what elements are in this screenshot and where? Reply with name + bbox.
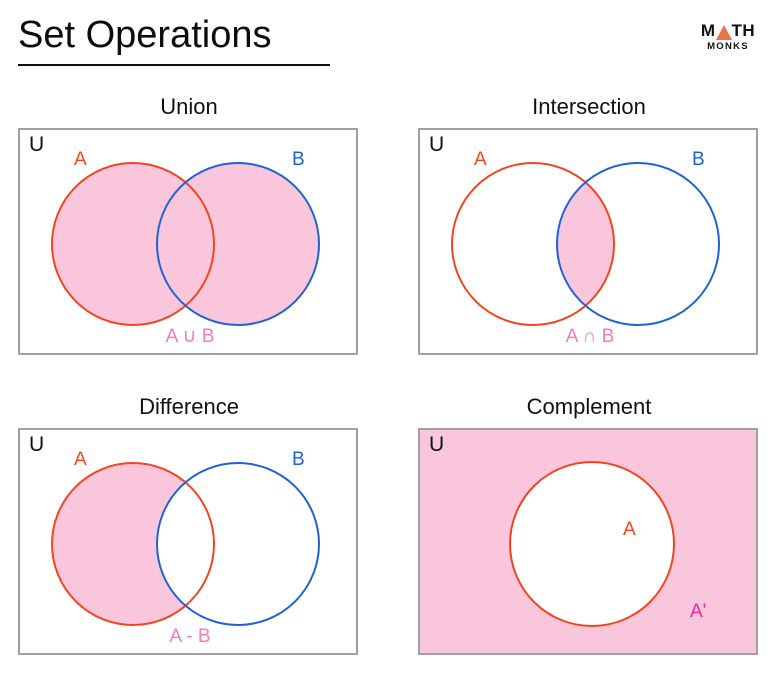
panel-complement-label-a: A xyxy=(623,519,636,540)
circle-set-b xyxy=(156,462,320,626)
panel-union: Union U A B A ∪ B xyxy=(18,92,360,358)
panel-difference-label-b: B xyxy=(292,449,305,470)
circle-set-a xyxy=(509,461,675,627)
panel-union-caption: Union xyxy=(160,94,218,119)
panel-difference-universe-box: U A B A - B xyxy=(18,428,358,655)
logo-triangle-a-icon xyxy=(715,25,732,40)
circle-set-b xyxy=(556,162,720,326)
panel-intersection-label-b: B xyxy=(692,149,705,170)
logo-letters-th: TH xyxy=(731,21,756,40)
logo-letter-m: M xyxy=(700,21,716,40)
page-title: Set Operations xyxy=(18,14,272,56)
panel-complement-venn-diagram xyxy=(509,461,675,627)
panel-intersection-label-a: A xyxy=(474,149,487,170)
circle-set-a xyxy=(51,462,215,626)
panel-difference-label-a: A xyxy=(74,449,87,470)
panel-union-universe-label: U xyxy=(29,133,45,156)
panel-intersection-caption: Intersection xyxy=(532,94,646,119)
panel-difference-shaded-region xyxy=(20,430,356,653)
circle-set-b xyxy=(156,162,320,326)
panel-union-shaded-region xyxy=(52,163,319,325)
logo-wordmark-top: M TH xyxy=(692,21,764,40)
panel-union-label-b: B xyxy=(292,149,305,170)
title-underline xyxy=(18,64,330,66)
panel-union-result-label: A ∪ B xyxy=(165,326,215,347)
math-monks-logo: M TH MONKS xyxy=(692,22,764,52)
panel-complement-result-label: A' xyxy=(690,601,707,622)
panel-complement-caption: Complement xyxy=(526,394,652,419)
panel-complement-universe-label: U xyxy=(429,433,445,456)
circle-set-a xyxy=(451,162,615,326)
circle-set-a xyxy=(51,162,215,326)
panel-complement-universe-box: U A A' xyxy=(418,428,758,655)
panel-intersection-universe-label: U xyxy=(429,133,445,156)
panel-union-venn-diagram xyxy=(51,162,320,326)
panel-intersection: Intersection U A B A ∩ B xyxy=(418,92,760,358)
panel-difference: Difference U A B A - B xyxy=(18,392,360,658)
panel-intersection-universe-box: U A B A ∩ B xyxy=(418,128,758,355)
panel-union-universe-box: U A B A ∪ B xyxy=(18,128,358,355)
panel-difference-venn-diagram xyxy=(20,430,356,653)
panel-difference-caption: Difference xyxy=(139,394,239,419)
panel-union-label-a: A xyxy=(74,149,87,170)
panel-intersection-shaded-region xyxy=(557,163,614,325)
panel-complement: Complement U A A' xyxy=(418,392,760,658)
panel-intersection-result-label: A ∩ B xyxy=(565,326,615,347)
panel-difference-result-label: A - B xyxy=(169,626,211,647)
logo-wordmark-bottom: MONKS xyxy=(707,41,749,52)
panel-intersection-venn-diagram xyxy=(451,162,720,326)
